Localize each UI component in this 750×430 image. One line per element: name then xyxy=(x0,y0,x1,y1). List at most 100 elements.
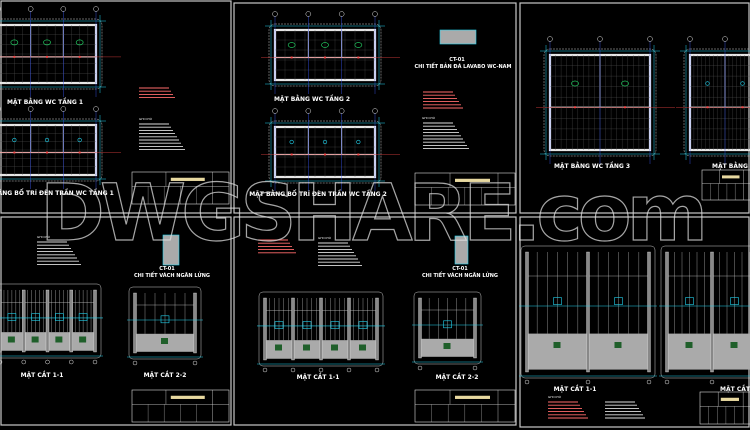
toilet-fixture xyxy=(55,336,63,343)
ceiling-light xyxy=(356,139,361,145)
marker xyxy=(706,106,709,109)
title-block xyxy=(414,389,516,423)
mirror xyxy=(274,321,284,329)
title-block-frame xyxy=(699,391,750,425)
detail-code: CT-01 xyxy=(452,266,468,272)
column xyxy=(710,251,714,373)
column xyxy=(291,297,295,361)
section-view xyxy=(127,286,203,366)
axis-bubble xyxy=(93,6,99,12)
column xyxy=(45,289,50,353)
plan-outline xyxy=(268,23,382,87)
drawings xyxy=(0,6,750,425)
mirror xyxy=(78,313,88,321)
notes-block xyxy=(605,401,645,419)
title-section-1-1: MẶT CẮT 1-1 xyxy=(554,385,597,393)
column xyxy=(93,289,97,353)
title-block-highlight xyxy=(720,397,739,401)
title-block xyxy=(131,389,230,423)
axis-bubble xyxy=(272,108,278,114)
mirror xyxy=(55,313,64,321)
toilet-fixture xyxy=(7,336,15,343)
mirror xyxy=(730,297,739,305)
notes-heading: GHI CHÚ xyxy=(318,235,331,240)
detail-panel xyxy=(439,29,477,45)
title-block xyxy=(414,172,516,206)
toilet-fixture xyxy=(75,39,84,46)
axis-bubble xyxy=(69,359,74,365)
column xyxy=(473,297,477,359)
axis-bubble xyxy=(374,367,380,373)
toilet-fixture xyxy=(331,344,338,351)
section-outline xyxy=(660,245,750,379)
mirror xyxy=(330,321,340,329)
title-block-highlight xyxy=(722,175,740,179)
toilet-fixture xyxy=(31,336,39,343)
notes-heading: GHI CHÚ xyxy=(139,116,152,121)
section-view xyxy=(659,245,750,385)
title-section-2-2: MẶT CẮT 2-2 xyxy=(144,371,187,379)
title-block-highlight xyxy=(455,178,490,182)
toilet-fixture xyxy=(161,338,168,344)
detail-title: CHI TIẾT VÁCH NGĂN LỬNG xyxy=(134,271,210,279)
axis-bubble xyxy=(417,365,423,371)
section-outline xyxy=(128,286,202,360)
title-block-highlight xyxy=(455,395,490,399)
mirror xyxy=(7,313,17,321)
title-plan-wc-floor-3: MẶT BẰNG WC TẦNG 3 xyxy=(554,161,630,170)
column xyxy=(69,289,73,353)
axis-bubble xyxy=(60,6,67,12)
toilet-fixture xyxy=(443,343,451,349)
column xyxy=(0,289,2,353)
column xyxy=(22,289,26,353)
axis-bubble xyxy=(646,379,652,385)
axis-bubble xyxy=(346,367,352,373)
axis-bubble xyxy=(262,367,268,373)
marker xyxy=(324,153,326,156)
title-block-frame xyxy=(131,171,230,205)
notes-block xyxy=(318,242,362,266)
marker xyxy=(46,151,48,154)
title-ceiling-plan-floor-2: MẶT BẰNG BỐ TRÍ ĐÈN TRẦN WC TẦNG 2 xyxy=(249,189,387,198)
title-plan-wc-floor-2: MẶT BẰNG WC TẦNG 2 xyxy=(274,94,350,103)
section-outline xyxy=(258,291,384,367)
column xyxy=(133,292,137,354)
axis-bubble xyxy=(92,359,98,365)
toilet-fixture xyxy=(287,42,296,48)
floor-plan xyxy=(536,36,675,164)
mirror xyxy=(553,297,562,305)
axis-bubble xyxy=(687,36,693,42)
notes-heading: GHI CHÚ xyxy=(37,234,50,239)
floor-plan xyxy=(0,106,121,189)
axis-bubble xyxy=(132,360,138,366)
mirror xyxy=(443,320,452,329)
ceiling-light xyxy=(740,81,745,86)
mirror xyxy=(160,315,170,324)
column xyxy=(375,297,379,361)
ceiling-light xyxy=(12,137,17,143)
title-section-1-1: MẶT CẮT 1-1 xyxy=(297,373,340,381)
column xyxy=(586,251,590,373)
title-block xyxy=(699,391,750,425)
axis-bubble xyxy=(0,359,3,365)
mirror xyxy=(685,297,694,305)
notes-block xyxy=(258,239,296,254)
axis-bubble xyxy=(192,360,198,366)
ceiling-light xyxy=(289,139,294,145)
title-block-frame xyxy=(414,172,516,206)
wall xyxy=(688,53,750,152)
notes-heading: GHI CHÚ xyxy=(422,115,435,120)
toilet-fixture xyxy=(730,342,738,348)
detail-code: CT-01 xyxy=(159,266,175,272)
marker xyxy=(290,56,293,59)
column xyxy=(418,297,422,359)
marker xyxy=(324,56,326,59)
marker xyxy=(13,55,16,58)
title-plan-wc-floor-1: MẶT BẰNG WC TẦNG 1 xyxy=(7,97,83,106)
detail-drawing xyxy=(439,29,477,45)
notes-block xyxy=(548,401,588,419)
plan-outline xyxy=(268,120,382,184)
marker xyxy=(78,55,81,58)
axis-bubble xyxy=(305,108,312,114)
toilet-fixture xyxy=(571,80,579,87)
